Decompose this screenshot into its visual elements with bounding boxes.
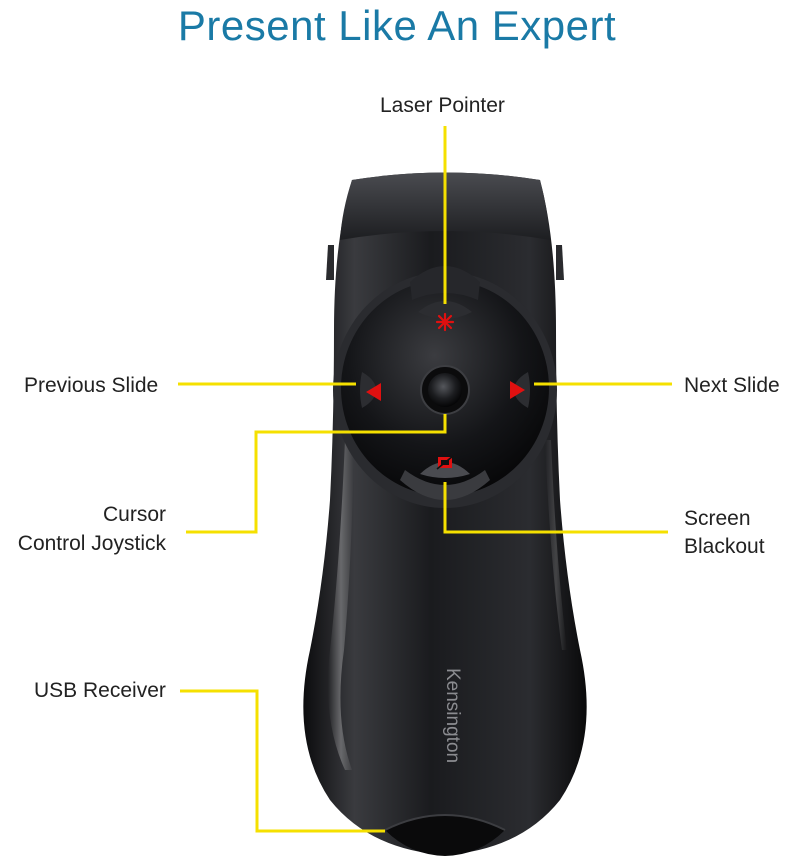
usb-receiver-rim [384,814,506,831]
cursor-joystick-line [186,414,447,534]
page-title: Present Like An Expert [177,2,617,49]
cursor-joystick-label-line1: Cursor [102,503,166,526]
laser-button-cap [418,301,472,319]
screen-blackout-label-line2: Blackout [684,535,765,558]
screen-blackout-icon [436,455,454,470]
next-slide-label: Next Slide [684,374,780,397]
left-triangle-icon [366,383,381,401]
laser-pointer-button[interactable] [418,301,472,332]
screen-blackout-button[interactable] [420,455,470,478]
right-triangle-icon [510,381,525,399]
previous-button-cap [360,372,376,408]
joystick-knob [428,373,462,407]
side-grip-left [326,245,334,280]
next-slide-button[interactable] [510,372,530,408]
previous-slide-button[interactable] [360,372,381,408]
body-highlight [327,440,354,770]
usb-receiver-label: USB Receiver [34,679,166,702]
laser-pointer-label: Laser Pointer [380,94,505,117]
previous-slide-label: Previous Slide [24,374,159,397]
callout-lines [178,126,672,833]
cursor-joystick[interactable] [420,365,470,415]
cursor-joystick-label-line2: Control Joystick [17,532,166,555]
side-grip-right [556,245,564,280]
body-highlight-right [545,440,567,650]
screen-blackout-label-line1: Screen [684,507,751,530]
screen-blackout-line [443,482,668,534]
blackout-button-cap [420,462,470,478]
usb-receiver [385,815,505,856]
usb-receiver-line [180,689,385,833]
laser-burst-icon [435,312,455,332]
brand-logo: Kensington [442,668,463,763]
